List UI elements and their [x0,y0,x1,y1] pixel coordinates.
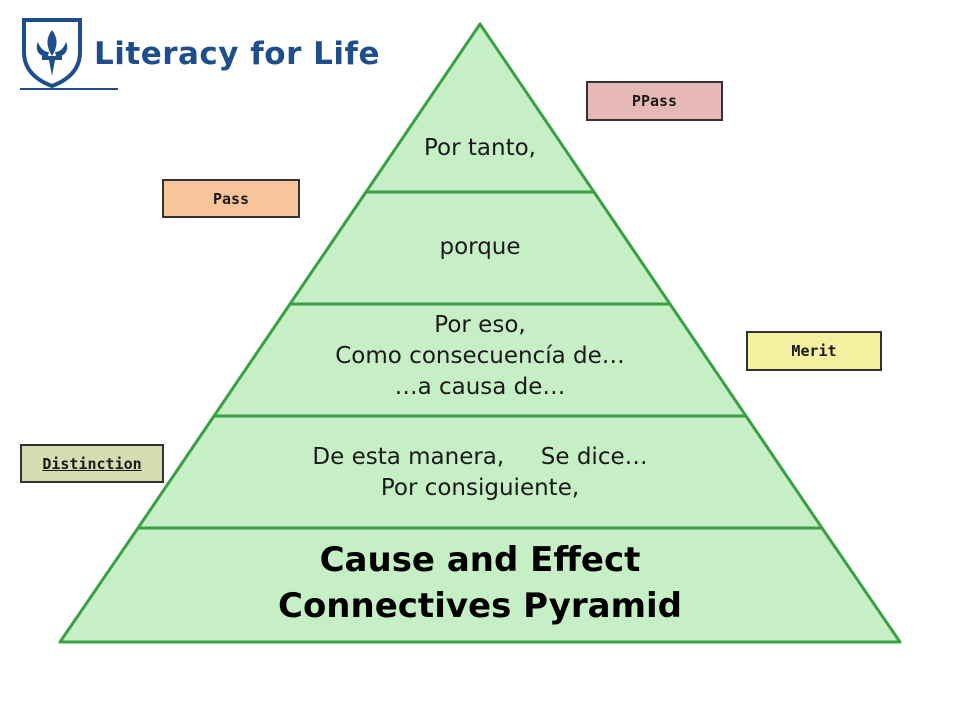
level-2-line-1: porque [439,234,521,260]
level-4-text: De esta manera, Se dice… Por consiguient… [180,442,780,504]
level-1-line-1: Por tanto, [424,135,536,161]
logo-underline [20,88,118,90]
level-2-text: porque [330,232,630,263]
distinction-badge: Distinction [20,444,164,483]
logo-text: Literacy for Life [94,36,381,72]
literacy-for-life-logo: Literacy for Life [18,16,380,96]
level-3-line-1: Por eso, [434,312,526,338]
level-4-line-1: De esta manera, Se dice… [312,444,648,470]
fleur-de-lis-shield-icon [22,18,82,88]
pyramid-band-1 [364,22,596,194]
ppass-badge: PPass [586,81,723,121]
pyramid-band-5 [58,526,902,644]
level-3-line-2: Como consecuencía de… [335,343,625,369]
merit-badge: Merit [746,331,882,371]
pyramid-title-line-2: Connectives Pyramid [278,586,682,626]
pyramid-title: Cause and Effect Connectives Pyramid [130,537,830,629]
level-3-line-3: …a causa de… [394,374,566,400]
level-3-text: Por eso, Como consecuencía de… …a causa … [230,310,730,403]
level-1-text: Por tanto, [380,133,580,164]
pyramid-title-line-1: Cause and Effect [319,540,641,580]
pass-badge: Pass [162,179,300,218]
level-4-line-2: Por consiguiente, [380,475,580,501]
